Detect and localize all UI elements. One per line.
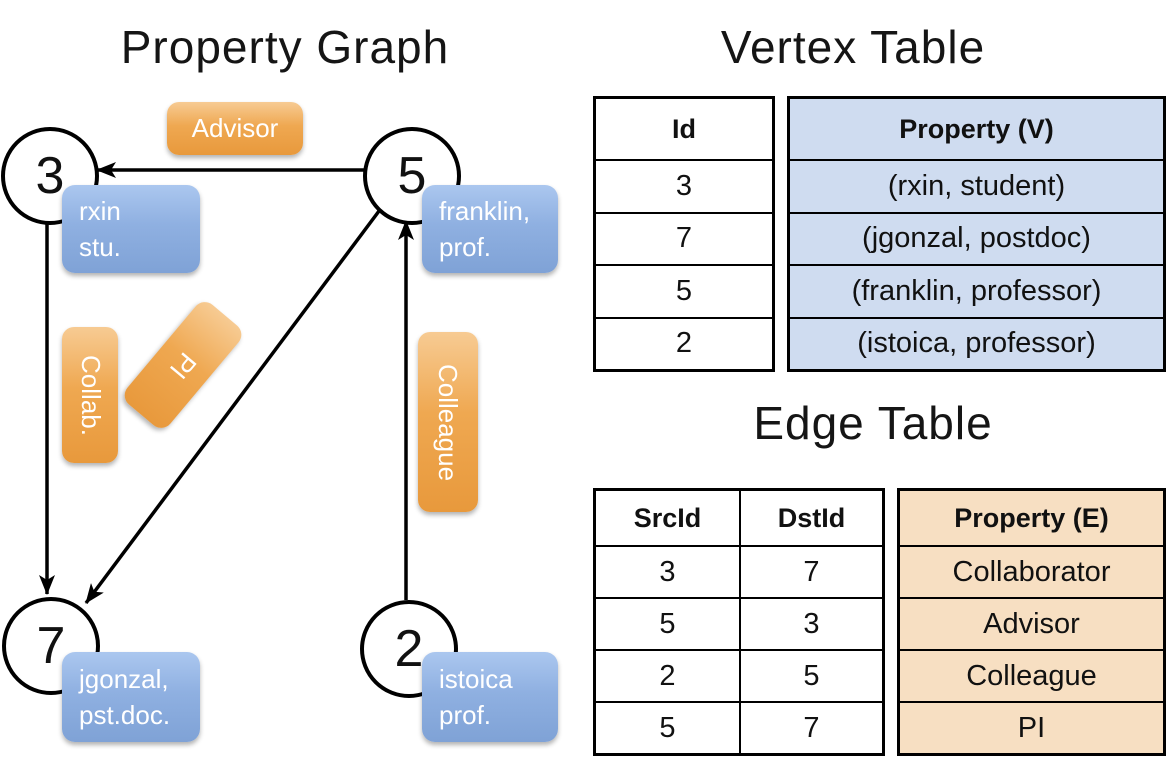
graph-edges-layer	[39, 162, 414, 605]
vertex-id-cell: 3	[596, 159, 772, 212]
vertex-property-cell: (franklin, professor)	[790, 264, 1163, 317]
edge-label-collab-text: Collab.	[75, 354, 106, 436]
edge-src-cell: 5	[596, 597, 739, 649]
edge-table-ids-columns: SrcId DstId 3 7 5 3 2 5 5 7	[593, 488, 885, 756]
vertex-table-property-column: Property (V) (rxin, student) (jgonzal, p…	[787, 96, 1166, 372]
vertex-property-label-3: rxin stu.	[79, 195, 121, 262]
vertex-table-header-property: Property (V)	[790, 99, 1163, 159]
edge-label-advisor: Advisor	[167, 102, 303, 155]
vertex-id-cell: 2	[596, 316, 772, 370]
edge-table-header-property: Property (E)	[900, 491, 1163, 545]
edge-src-cell: 2	[596, 649, 739, 701]
vertex-property-label-7: jgonzal, pst.doc.	[79, 663, 171, 730]
vertex-property-cell: (rxin, student)	[790, 159, 1163, 212]
vertex-property-box-7: jgonzal, pst.doc.	[62, 652, 200, 742]
node-7-id: 7	[36, 617, 66, 675]
edge-dst-cell: 5	[739, 649, 882, 701]
graph-node-2: 2	[360, 600, 458, 698]
property-graph-title: Property Graph	[120, 21, 450, 73]
node-2-id: 2	[394, 620, 424, 678]
vertex-table-id-column: Id 3 7 5 2	[593, 96, 775, 372]
edge-property-cell: Colleague	[900, 649, 1163, 701]
edge-dst-cell: 7	[739, 701, 882, 753]
edge-dst-cell: 3	[739, 597, 882, 649]
vertex-property-label-5: franklin, prof.	[439, 195, 531, 262]
edge-dst-cell: 7	[739, 545, 882, 597]
edge-pi-arrow	[84, 205, 384, 605]
node-3-id: 3	[35, 147, 65, 205]
vertex-property-box-5: franklin, prof.	[422, 185, 558, 273]
vertex-property-cell: (jgonzal, postdoc)	[790, 211, 1163, 264]
vertex-property-box-3: rxin stu.	[62, 185, 200, 273]
edge-table-property-column: Property (E) Collaborator Advisor Collea…	[897, 488, 1166, 756]
vertex-id-cell: 7	[596, 211, 772, 265]
edge-table-header-srcid: SrcId	[633, 502, 702, 533]
edge-src-cell: 3	[596, 545, 739, 597]
edge-label-advisor-text: Advisor	[191, 113, 279, 143]
vertex-property-box-2: istoica prof.	[422, 652, 558, 742]
edge-label-colleague-text: Colleague	[433, 363, 464, 481]
edge-label-collab: Collab.	[62, 327, 118, 463]
node-5-id: 5	[397, 147, 427, 205]
edge-label-colleague: Colleague	[418, 332, 478, 512]
vertex-table-title: Vertex Table	[720, 21, 986, 73]
edge-property-cell: Collaborator	[900, 545, 1163, 597]
edge-table-header-dstid: DstId	[739, 491, 882, 545]
edge-property-cell: PI	[900, 701, 1163, 753]
vertex-property-label-2: istoica prof.	[439, 663, 513, 730]
vertex-id-cell: 5	[596, 264, 772, 317]
vertex-table-header-id: Id	[672, 113, 696, 144]
edge-src-cell: 5	[596, 701, 739, 753]
vertex-property-cell: (istoica, professor)	[790, 316, 1163, 369]
edge-table-title: Edge Table	[753, 397, 993, 449]
edge-property-cell: Advisor	[900, 597, 1163, 649]
edge-label-pi-text: PI	[163, 346, 203, 385]
